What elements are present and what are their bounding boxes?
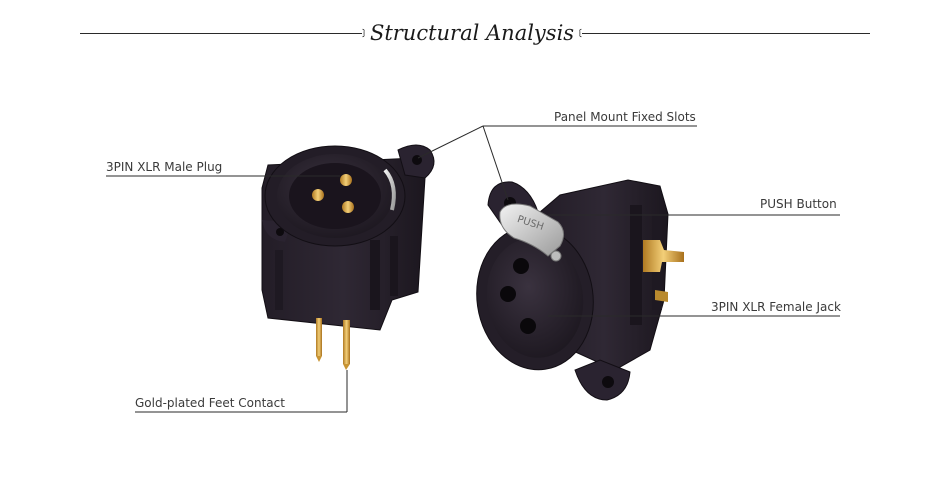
callout-female-jack: 3PIN XLR Female Jack	[711, 300, 841, 314]
bracket-left-icon	[362, 28, 365, 38]
header-rule-right	[582, 33, 870, 34]
page-title: Structural Analysis	[362, 16, 582, 50]
pin-icon	[342, 201, 354, 213]
callout-male-plug: 3PIN XLR Male Plug	[106, 160, 223, 174]
callout-fixed-slots: Panel Mount Fixed Slots	[554, 110, 696, 124]
female-jack-connector: PUSH	[476, 179, 684, 401]
callout-push-button: PUSH Button	[760, 197, 837, 211]
leader-fixed-slots-left	[417, 125, 484, 159]
bracket-right-icon	[579, 28, 582, 38]
push-button: PUSH	[499, 203, 564, 262]
leader-fixed-slots-right	[482, 125, 509, 201]
gold-foot-icon	[643, 240, 684, 272]
gold-foot-icon	[343, 320, 350, 364]
pin-icon	[340, 174, 352, 186]
mount-hole-icon	[602, 376, 614, 388]
leader-lines	[106, 125, 840, 413]
page-title-text: Structural Analysis	[369, 21, 575, 45]
header-rule-left	[80, 33, 362, 34]
callout-feet-contact: Gold-plated Feet Contact	[135, 396, 285, 410]
pin-icon	[312, 189, 324, 201]
gold-foot-icon	[316, 318, 322, 356]
male-plug-connector	[261, 144, 435, 370]
